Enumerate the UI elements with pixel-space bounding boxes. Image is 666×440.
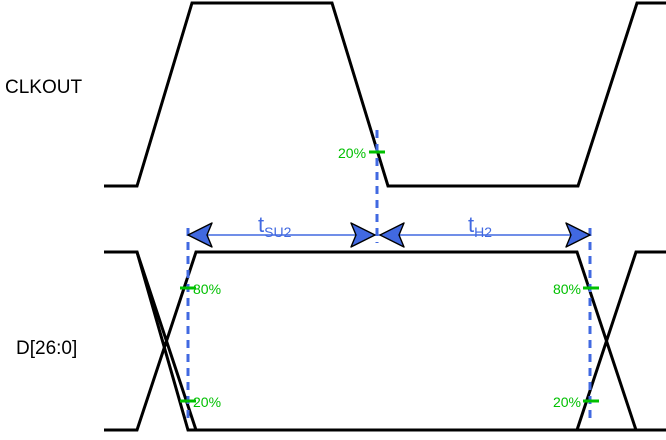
th2-label: tH2 bbox=[468, 212, 492, 240]
th2-left-arrowhead bbox=[379, 222, 405, 248]
clkout-waveform bbox=[104, 1, 666, 188]
signal-label-clkout: CLKOUT bbox=[5, 77, 82, 98]
threshold-label-data-rising-80: 80% bbox=[193, 281, 221, 297]
th2-label-base: t bbox=[468, 212, 474, 237]
data-trace-b bbox=[104, 250, 666, 432]
threshold-label-data-falling-80: 80% bbox=[553, 281, 581, 297]
threshold-label-clkout-falling-20: 20% bbox=[338, 145, 366, 161]
data-waveform-group bbox=[104, 250, 666, 432]
data-waveform-upper bbox=[104, 250, 206, 432]
threshold-label-data-falling-20: 20% bbox=[553, 394, 581, 410]
clkout-waveform-group bbox=[104, 1, 666, 188]
tsu2-label-base: t bbox=[258, 212, 264, 237]
threshold-ticks-group bbox=[180, 150, 599, 403]
tsu2-label: tSU2 bbox=[258, 212, 292, 240]
signal-label-data: D[26:0] bbox=[16, 338, 77, 359]
tsu2-right-arrowhead bbox=[350, 222, 376, 248]
th2-right-arrowhead bbox=[565, 222, 591, 248]
threshold-label-data-rising-20: 20% bbox=[193, 394, 221, 410]
th2-label-subscript: H2 bbox=[474, 224, 492, 240]
data-trace-c bbox=[575, 250, 666, 431]
tsu2-left-arrowhead bbox=[187, 222, 213, 248]
tsu2-label-subscript: SU2 bbox=[264, 224, 291, 240]
th2-label-group: tH2 bbox=[468, 212, 492, 240]
reference-lines-group bbox=[186, 130, 592, 422]
measurement-lines-group bbox=[187, 222, 591, 248]
tsu2-label-group: tSU2 bbox=[258, 212, 292, 240]
